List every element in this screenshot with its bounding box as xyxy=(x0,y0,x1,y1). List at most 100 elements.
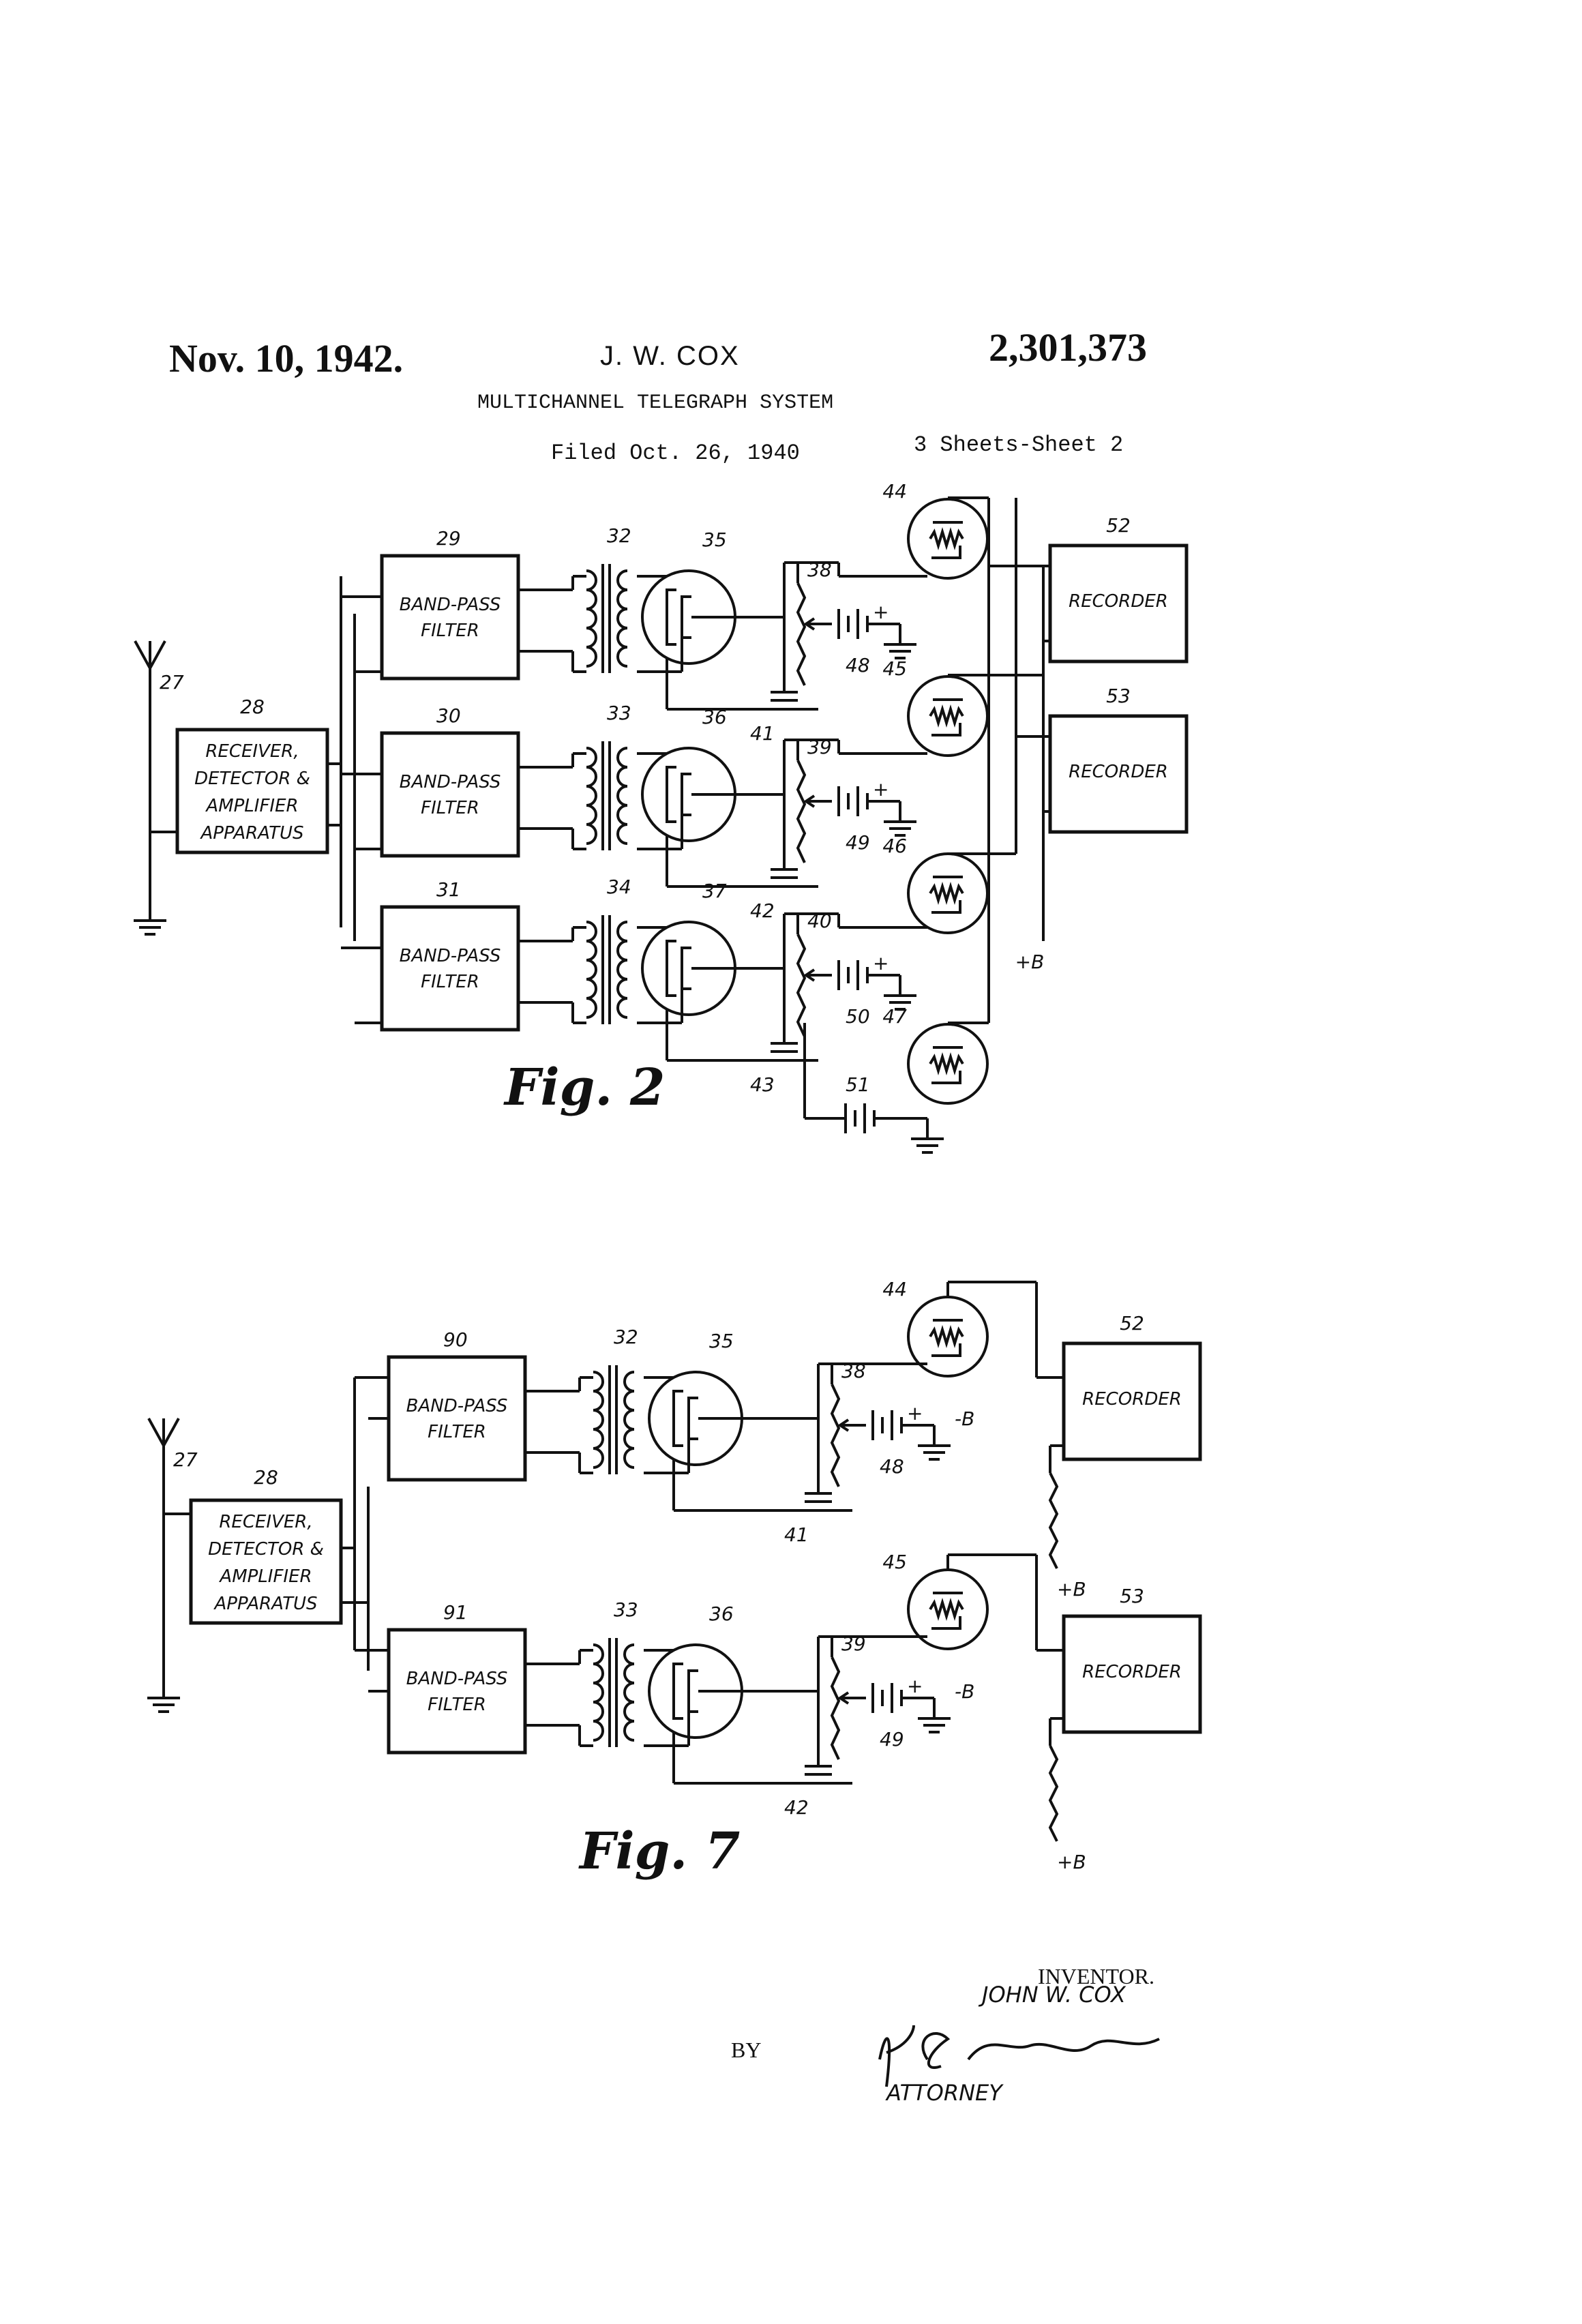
minus-b-label: -B xyxy=(955,1407,974,1430)
receiver-label: RECEIVER, xyxy=(219,1512,312,1532)
receiver-label: AMPLIFIER xyxy=(205,796,298,816)
plus-b-label: +B xyxy=(1057,1578,1086,1600)
filed-date: Filed Oct. 26, 1940 xyxy=(551,441,800,466)
band-pass-filter-label: BAND-PASS xyxy=(400,595,501,615)
triode-number-label: 45 xyxy=(882,1551,907,1573)
antenna-icon xyxy=(147,1418,180,1500)
recorder-box-53 xyxy=(1048,714,1189,834)
potentiometer-icon xyxy=(830,1656,841,1760)
tube-anode-icon xyxy=(681,773,691,816)
fig7-caption: Fig. 7 xyxy=(578,1822,740,1881)
triode-grid-icon xyxy=(929,704,964,728)
battery-number-label: 48 xyxy=(846,654,870,676)
capacitor-number-label: 42 xyxy=(750,899,775,922)
recorder-number-label: 53 xyxy=(1106,685,1131,707)
triode-number-label: 47 xyxy=(882,1005,907,1028)
recorder-label: RECORDER xyxy=(1069,591,1168,612)
battery-number-label: 49 xyxy=(846,831,870,854)
triode-grid-icon xyxy=(929,1325,964,1348)
transformer-secondary-icon xyxy=(616,747,628,845)
battery-number-label: 49 xyxy=(880,1728,904,1751)
ground-icon xyxy=(918,1698,951,1733)
battery-plus-label: + xyxy=(873,778,889,801)
band-pass-filter-label: FILTER xyxy=(421,798,479,818)
recorder-number-label: 52 xyxy=(1120,1312,1144,1335)
antenna-label: 27 xyxy=(173,1448,198,1471)
band-pass-filter-label: BAND-PASS xyxy=(406,1396,508,1416)
triode-grid-icon xyxy=(929,1598,964,1621)
tube-anode-icon xyxy=(681,595,691,639)
antenna-icon xyxy=(134,640,166,723)
band-pass-filter-box xyxy=(380,731,520,858)
inventor-header: J. W. COX xyxy=(600,341,740,371)
inventor-name: JOHN W. COX xyxy=(978,1982,1126,2008)
recorder-label: RECORDER xyxy=(1069,762,1168,782)
triode-number-label: 45 xyxy=(882,657,907,680)
recorder-label: RECORDER xyxy=(1082,1662,1182,1682)
receiver-label: APPARATUS xyxy=(213,1594,317,1614)
filter-number-label: 31 xyxy=(436,878,461,901)
capacitor-number-label: 42 xyxy=(784,1796,809,1819)
sheet-count: 3 Sheets-Sheet 2 xyxy=(914,432,1124,458)
tube-anode-icon xyxy=(687,1397,698,1440)
receiver-label: DETECTOR & xyxy=(194,769,310,789)
receiver-number-label: 28 xyxy=(254,1466,278,1489)
battery-number-label: 48 xyxy=(880,1455,904,1478)
potentiometer-icon xyxy=(1048,1745,1059,1842)
filter-number-label: 29 xyxy=(436,527,461,550)
transformer-secondary-icon xyxy=(623,1371,635,1469)
pot-wiper-icon xyxy=(803,968,832,982)
filter-number-label: 30 xyxy=(436,704,461,727)
plus-b-label: +B xyxy=(1015,951,1045,973)
potentiometer-icon xyxy=(830,1384,841,1487)
antenna-label: 27 xyxy=(160,671,184,694)
fig2-caption: Fig. 2 xyxy=(503,1058,665,1117)
patent-date: Nov. 10, 1942. xyxy=(169,336,404,381)
triode-cathode-icon xyxy=(931,1071,961,1084)
triode-cathode-icon xyxy=(931,900,961,914)
tube-number-label: 36 xyxy=(709,1603,734,1625)
tube-number-label: 36 xyxy=(702,706,727,728)
band-pass-filter-label: FILTER xyxy=(428,1422,486,1442)
receiver-label: DETECTOR & xyxy=(208,1539,324,1560)
filter-number-label: 90 xyxy=(443,1328,468,1351)
battery-plus-label: + xyxy=(873,601,889,623)
band-pass-filter-box xyxy=(387,1355,527,1482)
receiver-label: APPARATUS xyxy=(199,823,303,844)
transformer-secondary-icon xyxy=(616,921,628,1019)
receiver-number-label: 28 xyxy=(240,696,265,718)
band-pass-filter-label: FILTER xyxy=(428,1695,486,1715)
minus-b-label: -B xyxy=(955,1680,974,1703)
band-pass-filter-label: BAND-PASS xyxy=(400,946,501,966)
band-pass-filter-box xyxy=(380,905,520,1032)
plus-b-label: +B xyxy=(1057,1851,1086,1873)
pot-wiper-icon xyxy=(803,617,832,631)
tube-cathode-icon xyxy=(672,1663,683,1720)
ground-icon xyxy=(884,801,916,837)
inventor-label: INVENTOR. xyxy=(1038,1964,1154,1988)
triode-grid-icon xyxy=(929,882,964,905)
signature-icon xyxy=(878,2025,1160,2087)
battery-plus-label: + xyxy=(873,952,889,974)
receiver-box xyxy=(189,1498,343,1625)
triode-number-label: 44 xyxy=(882,480,907,503)
ground-icon xyxy=(134,900,166,936)
ground-icon xyxy=(918,1425,951,1461)
ground-icon xyxy=(884,624,916,659)
triode-number-label: 46 xyxy=(882,835,907,857)
pot-wiper-icon xyxy=(837,1691,866,1705)
transformer-number-label: 34 xyxy=(607,876,631,898)
transformer-number-label: 33 xyxy=(614,1598,638,1621)
potentiometer-icon xyxy=(1048,1472,1059,1569)
band-pass-filter-box xyxy=(380,554,520,681)
triode-number-label: 44 xyxy=(882,1278,907,1300)
receiver-label: AMPLIFIER xyxy=(218,1566,312,1587)
patent-title: MULTICHANNEL TELEGRAPH SYSTEM xyxy=(477,391,834,415)
pot-wiper-icon xyxy=(837,1418,866,1432)
triode-cathode-icon xyxy=(931,1616,961,1630)
tube-cathode-icon xyxy=(672,1390,683,1447)
pot-wiper-icon xyxy=(803,794,832,808)
transformer-primary-icon xyxy=(586,569,597,668)
recorder-number-label: 53 xyxy=(1120,1585,1144,1607)
tube-anode-icon xyxy=(687,1669,698,1713)
